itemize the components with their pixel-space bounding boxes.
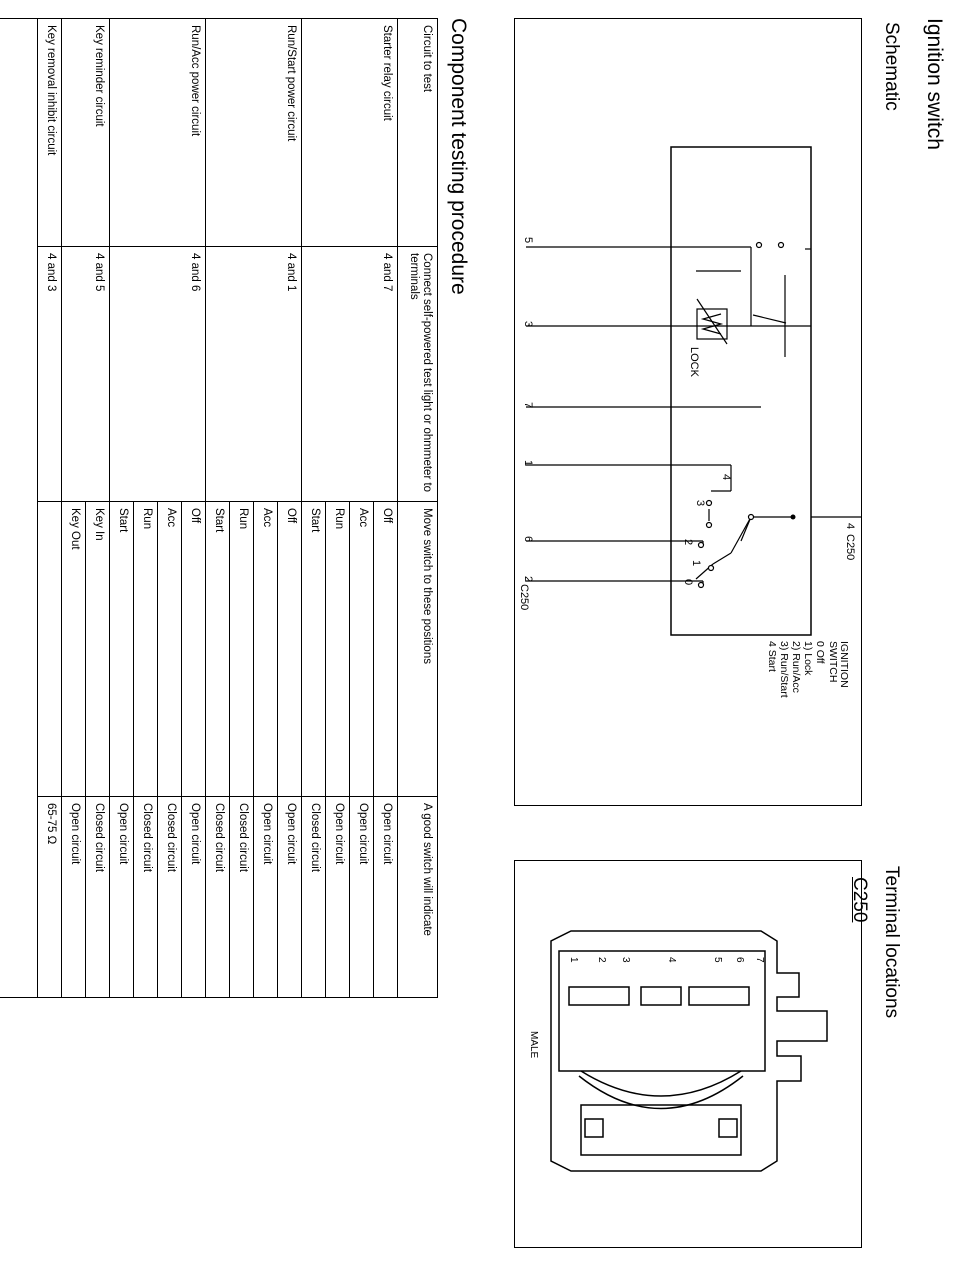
position-cell: Start: [109, 501, 134, 797]
terminals-cell: 4 and 5: [61, 246, 110, 502]
circuit-cell: Run/Start power circuit: [205, 18, 302, 247]
result-cell: Open circuit: [349, 796, 374, 998]
position-cell: Acc: [253, 501, 278, 797]
position-cell: Off: [277, 501, 302, 797]
position-cell: Acc: [349, 501, 374, 797]
header-indicate: A good switch will indicate: [397, 796, 438, 998]
procedure-table: Circuit to test Connect self-powered tes…: [37, 18, 438, 998]
contact-number: 0: [682, 579, 694, 585]
position-cell: Acc: [157, 501, 182, 797]
terminal-locations-box: 1 2 3 4 5 6 7 MALE: [514, 860, 862, 1248]
position-cell: Run: [229, 501, 254, 797]
pin-number: 4: [666, 957, 677, 963]
legend-line: IGNITION: [838, 641, 850, 688]
legend-line: 4 Start: [766, 641, 778, 672]
lock-label: LOCK: [688, 347, 700, 378]
legend-line: 3) Run/Start: [778, 641, 790, 698]
terminal-number: 3: [522, 321, 534, 327]
result-cell: Closed circuit: [85, 796, 110, 998]
connector-bottom-label: C250: [518, 584, 530, 610]
position-cell: Key Out: [61, 501, 86, 797]
terminal-number: 2: [522, 576, 534, 582]
terminal-number: 5: [522, 237, 534, 243]
schematic-box: 5 3 7 1 6 2 4 C250 C250 LOCK 4 3 2 1 0 I…: [514, 18, 862, 806]
pin-number: 2: [596, 957, 607, 963]
result-cell: Open circuit: [325, 796, 350, 998]
result-cell: Closed circuit: [133, 796, 158, 998]
position-cell: Off: [181, 501, 206, 797]
position-cell: Run: [133, 501, 158, 797]
position-cell: Start: [301, 501, 326, 797]
connector-drawing: 1 2 3 4 5 6 7 MALE: [528, 930, 828, 1172]
terminal-locations-label: Terminal locations: [881, 866, 902, 1019]
position-cell: [37, 501, 62, 797]
gender-label: MALE: [528, 1031, 539, 1059]
terminal-number: 6: [522, 536, 534, 542]
contact-number: 1: [690, 560, 702, 566]
schematic-diagram: 5 3 7 1 6 2 4 C250 C250 LOCK 4 3 2 1 0 I…: [518, 146, 861, 698]
contact-number: 3: [694, 500, 706, 506]
result-cell: Closed circuit: [229, 796, 254, 998]
page-title: Ignition switch: [923, 18, 946, 150]
contact-number: 4: [720, 474, 732, 480]
position-cell: Key In: [85, 501, 110, 797]
connector-top-label: C250: [844, 534, 856, 560]
result-cell: Closed circuit: [157, 796, 182, 998]
result-cell: 65-75 Ω: [37, 796, 62, 998]
result-cell: Open circuit: [277, 796, 302, 998]
result-cell: Open circuit: [61, 796, 86, 998]
pin-number: 3: [620, 957, 631, 963]
terminals-cell: 4 and 1: [205, 246, 302, 502]
terminal-number: 4: [844, 523, 856, 529]
terminals-cell: 4 and 6: [109, 246, 206, 502]
terminal-number: 7: [522, 402, 534, 408]
result-cell: Closed circuit: [205, 796, 230, 998]
pin-number: 6: [734, 957, 745, 963]
switch-housing: [670, 146, 812, 636]
terminals-cell: 4 and 7: [301, 246, 398, 502]
result-cell: Open circuit: [109, 796, 134, 998]
legend-line: 2) Run/Acc: [790, 641, 802, 693]
legend-line: 0 Off: [814, 641, 826, 664]
circuit-cell: Run/Acc power circuit: [109, 18, 206, 247]
circuit-cell: Starter relay circuit: [301, 18, 398, 247]
contact-number: 2: [682, 539, 694, 545]
result-cell: Open circuit: [181, 796, 206, 998]
circuit-cell: Key removal inhibit circuit: [37, 18, 62, 247]
schematic-label: Schematic: [881, 22, 902, 111]
pin-number: 1: [568, 957, 579, 963]
terminals-cell: 4 and 3: [37, 246, 62, 502]
pin-number: 5: [712, 957, 723, 963]
pin-number: 7: [754, 957, 765, 963]
result-cell: Closed circuit: [301, 796, 326, 998]
result-cell: Open circuit: [373, 796, 398, 998]
legend-line: SWITCH: [827, 641, 839, 682]
procedure-title: Component testing procedure: [447, 18, 470, 295]
position-cell: Off: [373, 501, 398, 797]
position-cell: Run: [325, 501, 350, 797]
header-circuit: Circuit to test: [397, 18, 438, 247]
header-move: Move switch to these positions: [397, 501, 438, 797]
terminal-number: 1: [522, 460, 534, 466]
legend-line: 1) Lock: [802, 641, 814, 676]
circuit-cell: Key reminder circuit: [61, 18, 110, 247]
header-connect: Connect self-powered test light or ohmme…: [397, 246, 438, 502]
result-cell: Open circuit: [253, 796, 278, 998]
position-cell: Start: [205, 501, 230, 797]
